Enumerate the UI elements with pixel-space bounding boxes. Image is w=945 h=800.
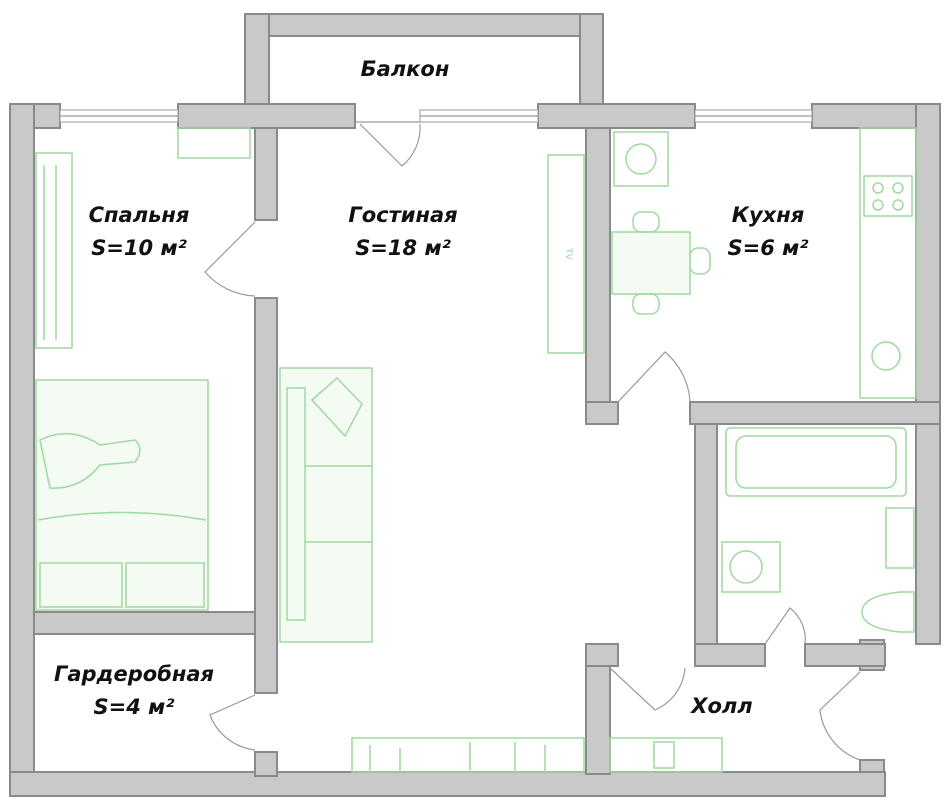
bed-pillow-right	[125, 562, 205, 608]
living-furniture: TV	[279, 154, 585, 773]
hall-furniture	[609, 737, 723, 773]
inner-walls	[33, 127, 941, 777]
dining-table	[611, 231, 691, 295]
wardrobe-name: Гардеробная	[53, 662, 215, 686]
shoe-cabinet	[609, 737, 723, 773]
wardrobe-cabinet	[35, 152, 73, 349]
windows	[59, 109, 813, 123]
shelving	[351, 737, 585, 773]
sofa	[279, 367, 373, 643]
hall-name: Холл	[691, 694, 753, 718]
person-icon	[39, 432, 141, 489]
kitchen-label: Кухня S=6 м²	[703, 199, 833, 265]
radiator	[177, 127, 251, 159]
stove	[863, 175, 913, 217]
living-label: Гостиная S=18 м²	[323, 199, 483, 265]
tv-stand	[547, 154, 585, 354]
wardrobe-label: Гардеробная S=4 м²	[44, 658, 224, 724]
washbasin	[885, 507, 915, 569]
sink-icon	[871, 341, 901, 371]
bedroom-name: Спальня	[88, 203, 190, 227]
kitchen-furniture	[611, 127, 917, 399]
bedroom-area: S=10 м²	[91, 236, 187, 260]
outer-walls	[9, 103, 941, 797]
living-area: S=18 м²	[355, 236, 451, 260]
cushion	[310, 376, 363, 438]
fan-icon	[625, 143, 657, 175]
bathtub	[725, 427, 907, 497]
bedroom-label: Спальня S=10 м²	[64, 199, 214, 265]
tv-label: TV	[563, 247, 573, 260]
bathroom-furniture	[721, 427, 915, 633]
doors	[204, 121, 861, 761]
bedroom-furniture	[35, 127, 251, 611]
chair-right	[689, 247, 711, 275]
bed-pillow-left	[39, 562, 123, 608]
kitchen-area: S=6 м²	[727, 236, 809, 260]
living-name: Гостиная	[348, 203, 458, 227]
washing-machine	[721, 541, 781, 593]
balcony-name: Балкон	[360, 57, 450, 81]
wardrobe-area: S=4 м²	[93, 695, 175, 719]
chair-top	[632, 211, 660, 233]
chair-bottom	[632, 293, 660, 315]
fridge	[613, 131, 669, 187]
balcony-label: Балкон	[340, 53, 470, 86]
toilet	[861, 591, 915, 633]
kitchen-counter	[859, 127, 917, 399]
kitchen-name: Кухня	[731, 203, 805, 227]
hall-label: Холл	[672, 690, 772, 723]
